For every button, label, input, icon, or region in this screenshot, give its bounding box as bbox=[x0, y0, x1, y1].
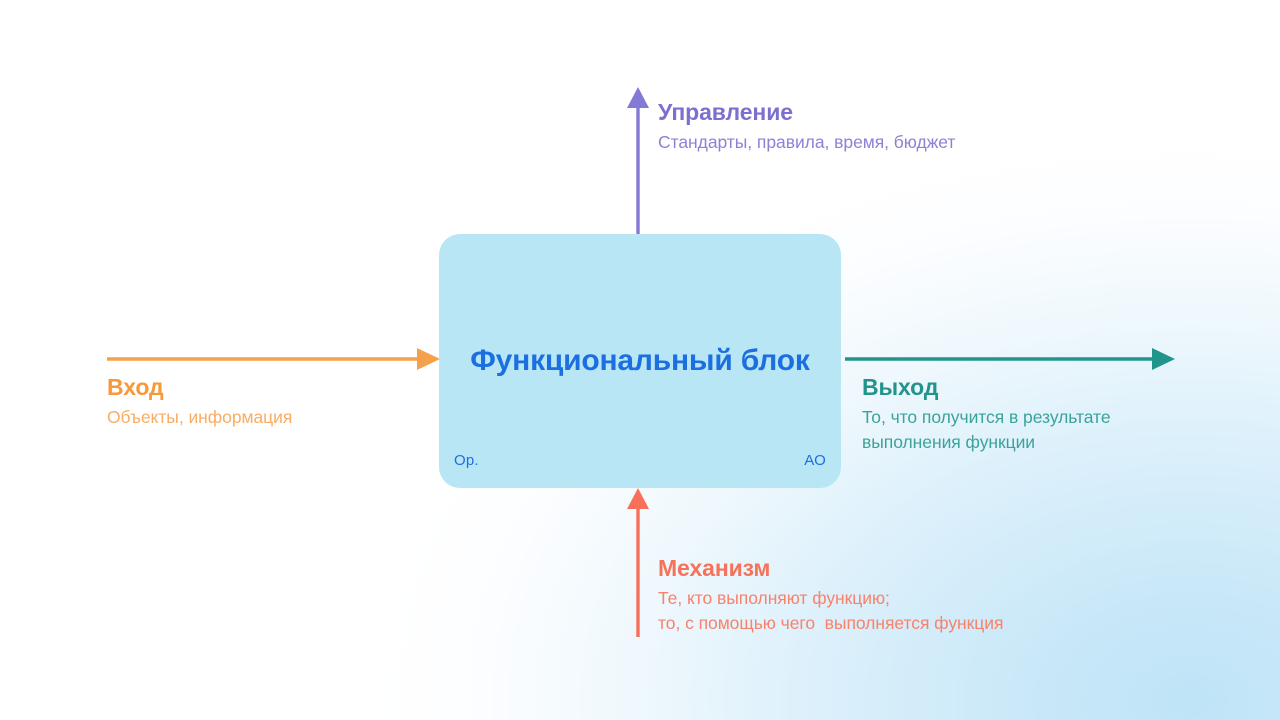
function-block-title: Функциональный блок bbox=[470, 343, 810, 377]
control-subtitle: Стандарты, правила, время, бюджет bbox=[658, 132, 956, 152]
mechanism-title: Механизм bbox=[658, 555, 771, 581]
function-block[interactable]: Функциональный блок Ор. АО bbox=[439, 234, 841, 488]
input-title: Вход bbox=[107, 374, 164, 400]
input-arrow bbox=[107, 348, 440, 370]
output-title: Выход bbox=[862, 374, 939, 400]
mechanism-label-group: Механизм Те, кто выполняют функцию; то, … bbox=[658, 555, 1003, 636]
output-label-group: Выход То, что получится в результате вып… bbox=[862, 374, 1111, 455]
mechanism-arrow bbox=[627, 488, 649, 637]
mechanism-subtitle-line-1: Те, кто выполняют функцию; bbox=[658, 588, 890, 608]
output-arrow bbox=[845, 348, 1175, 370]
input-label-group: Вход Объекты, информация bbox=[107, 374, 292, 430]
output-subtitle-line-1: То, что получится в результате bbox=[862, 407, 1111, 427]
function-block-corner-label-right: АО bbox=[804, 452, 826, 469]
mechanism-subtitle-line-2: то, с помощью чего выполняется функция bbox=[658, 613, 1004, 634]
control-label-group: Управление Стандарты, правила, время, бю… bbox=[658, 99, 955, 155]
output-subtitle-line-2: выполнения функции bbox=[862, 432, 1036, 453]
function-block-corner-label-left: Ор. bbox=[454, 452, 479, 469]
input-subtitle: Объекты, информация bbox=[107, 407, 293, 427]
control-arrow bbox=[627, 87, 649, 234]
control-title: Управление bbox=[658, 99, 793, 125]
